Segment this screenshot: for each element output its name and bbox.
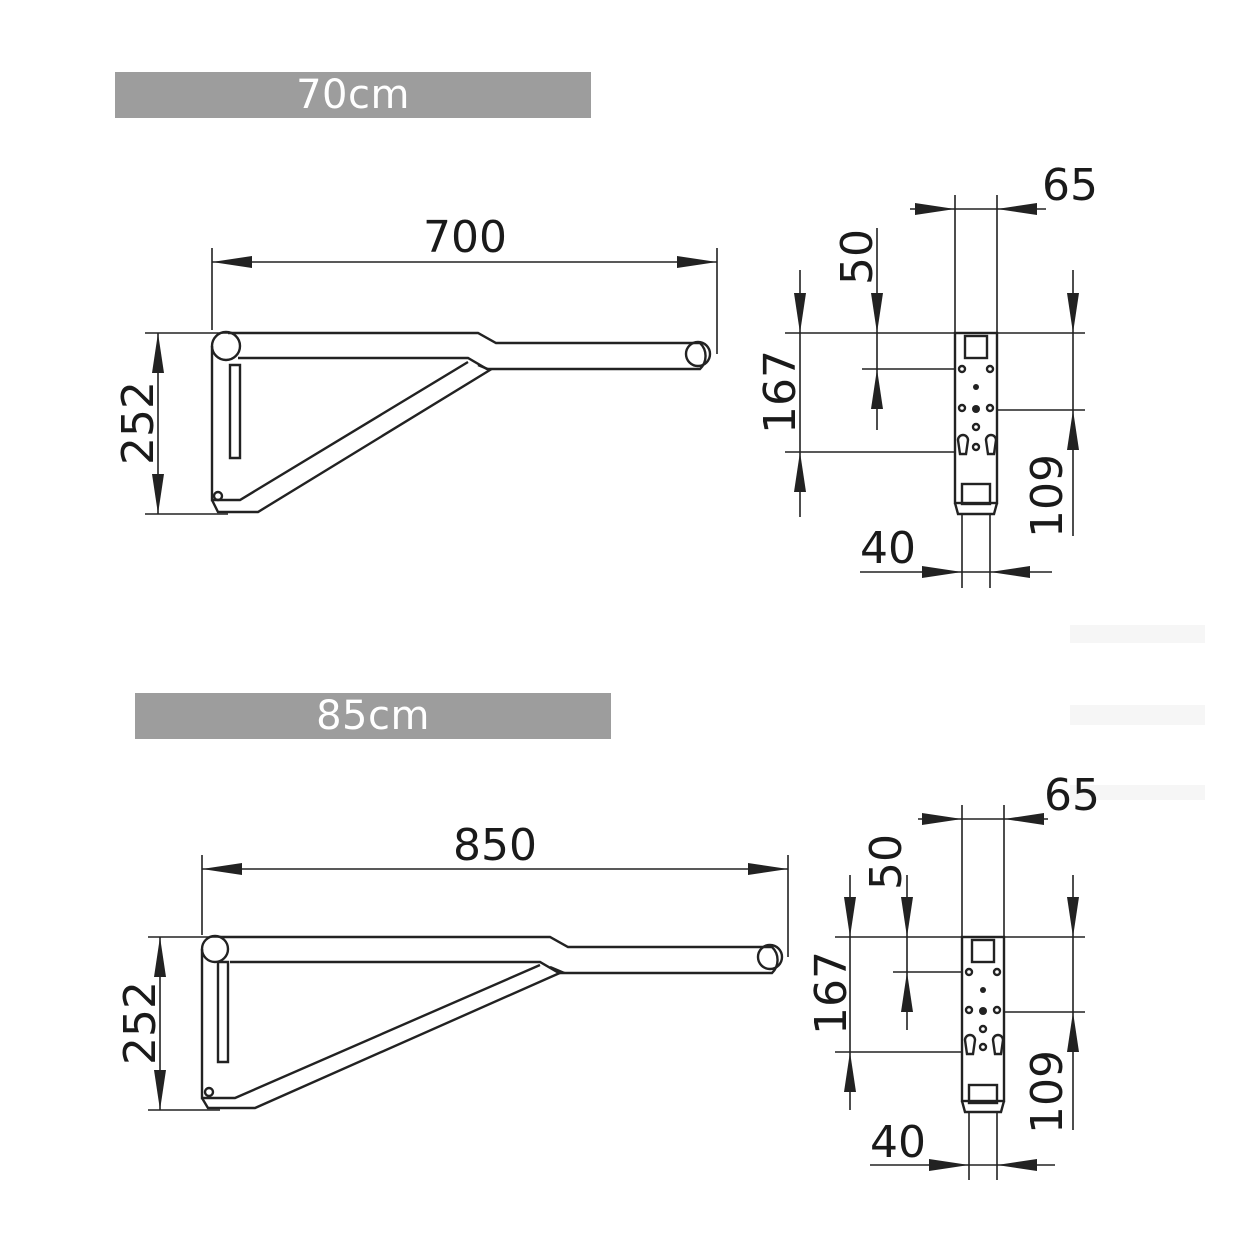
hinge-icon — [210, 330, 242, 362]
plate-width-label: 65 — [1044, 770, 1100, 821]
wall-plate-front-view-85 — [960, 935, 1006, 1114]
plate-spacing-label: 109 — [1022, 1050, 1073, 1134]
plate-height-label: 167 — [806, 951, 857, 1035]
dimension-length-70: 700 — [211, 212, 718, 354]
plate-dimensions-70: 65 50 167 109 40 — [755, 160, 1098, 588]
end-roller-icon — [756, 943, 784, 971]
faint-artifact — [1070, 625, 1205, 643]
length-label: 700 — [423, 212, 507, 263]
end-roller-icon — [684, 340, 712, 368]
faint-artifact — [1070, 705, 1205, 725]
plate-spacing-label: 109 — [1022, 454, 1073, 538]
plate-offset-label: 50 — [861, 834, 912, 890]
plate-width-label: 65 — [1042, 160, 1098, 211]
faint-artifact — [1070, 785, 1205, 800]
plate-height-label: 167 — [755, 350, 806, 434]
dimension-height-70: 252 — [113, 332, 228, 515]
plate-offset-label: 50 — [832, 229, 883, 285]
grab-bar-side-view-70 — [210, 330, 712, 514]
wall-plate-front-view-70 — [953, 331, 999, 516]
hinge-icon — [200, 934, 230, 964]
plate-depth-label: 40 — [860, 523, 916, 574]
plate-depth-label: 40 — [870, 1117, 926, 1168]
grab-bar-side-view-85 — [200, 934, 784, 1110]
length-label: 850 — [453, 820, 537, 871]
height-label: 252 — [113, 381, 164, 465]
plate-dimensions-85: 65 50 167 109 40 — [806, 770, 1100, 1180]
size-banner-70cm: 70cm — [115, 72, 591, 118]
height-label: 252 — [115, 981, 166, 1065]
size-banner-85cm: 85cm — [135, 693, 611, 739]
pivot-icon — [203, 1086, 215, 1098]
dimension-height-85: 252 — [115, 936, 220, 1111]
pivot-icon — [212, 490, 224, 502]
dimension-length-85: 850 — [201, 820, 789, 957]
